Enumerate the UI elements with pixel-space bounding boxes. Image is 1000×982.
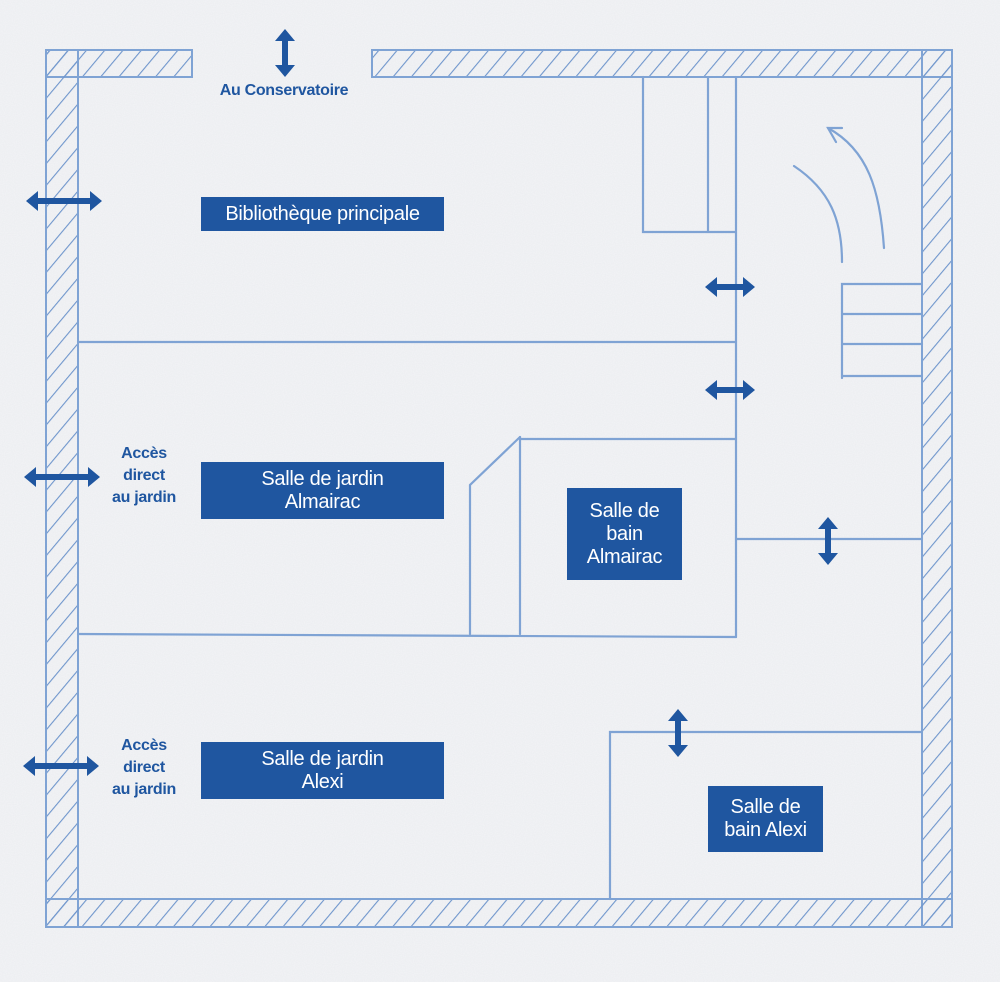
- room-label-bibliotheque: Bibliothèque principale: [201, 197, 444, 231]
- double-arrow-icon: [23, 756, 99, 776]
- garden-access-note: Accès direct au jardin: [112, 737, 176, 798]
- double-arrow-icon: [705, 380, 755, 400]
- double-arrow-icon: [24, 467, 100, 487]
- room-label-jardin-alexi: Salle de jardin Alexi: [201, 742, 444, 799]
- double-arrow-icon: [26, 191, 102, 211]
- double-arrow-icon: [705, 277, 755, 297]
- room-label-bain-alexi: Salle de bain Alexi: [708, 786, 823, 852]
- conservatoire-label: Au Conservatoire: [219, 82, 349, 99]
- interior-walls: [76, 75, 924, 901]
- double-arrow-icon: [818, 517, 838, 565]
- curved-arrow-icon: [792, 126, 886, 264]
- garden-access-note: Accès direct au jardin: [112, 445, 176, 506]
- room-label-bain-almairac: Salle de bain Almairac: [567, 488, 682, 580]
- double-arrow-icon: [668, 709, 688, 757]
- double-arrow-icon: [275, 29, 295, 77]
- room-label-jardin-almairac: Salle de jardin Almairac: [201, 462, 444, 519]
- outer-walls: [45, 49, 953, 928]
